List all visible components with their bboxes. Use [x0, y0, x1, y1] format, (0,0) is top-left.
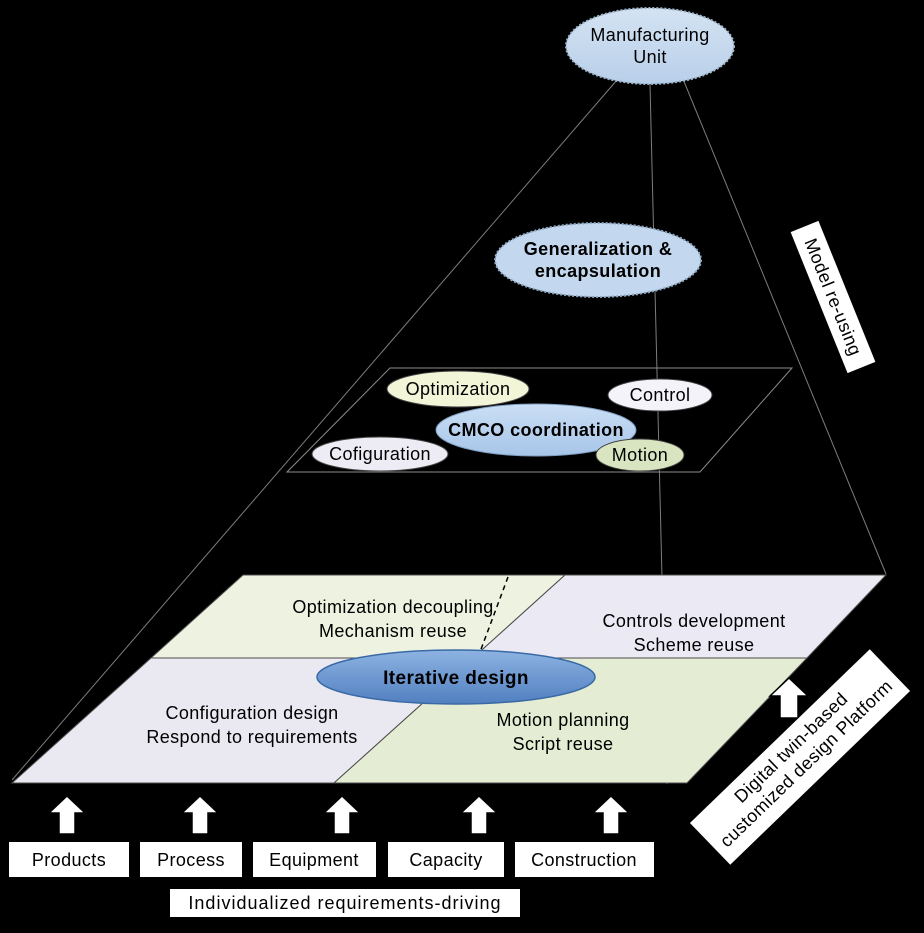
input-box-process — [138, 840, 244, 879]
pane-label-motion-planning-line2: Script reuse — [513, 734, 614, 754]
input-label-equipment: Equipment — [269, 850, 359, 870]
dashed-connector — [476, 576, 509, 661]
input-box-construction — [513, 840, 656, 879]
platform-bg — [689, 649, 911, 865]
motion-ellipse — [595, 438, 685, 472]
input-label-process: Process — [157, 850, 225, 870]
up-arrow-process — [180, 794, 220, 835]
generalization-line2: encapsulation — [535, 261, 661, 281]
input-label-products: Products — [32, 850, 106, 870]
input-arrows — [47, 794, 631, 835]
up-arrow-equipment — [322, 794, 362, 835]
input-label-construction: Construction — [531, 850, 637, 870]
model-reusing-bg — [790, 220, 876, 374]
input-label-capacity: Capacity — [409, 850, 482, 870]
manufacturing-unit-ellipse — [565, 7, 735, 85]
pane-label-controls-dev-line2: Scheme reuse — [634, 635, 755, 655]
configuration-ellipse — [311, 436, 449, 472]
configuration-label: Cofiguration — [329, 444, 431, 464]
iterative-design-label: Iterative design — [383, 668, 529, 689]
pane-label-controls-dev-line1: Controls development — [602, 611, 785, 631]
input-box-equipment — [251, 840, 378, 879]
bottom-caption-label: Individualized requirements-driving — [188, 893, 501, 913]
control-ellipse — [607, 378, 713, 412]
generalization-line1: Generalization & — [524, 239, 672, 259]
up-arrow-products — [47, 794, 87, 835]
pane-label-opt-decoupling-line2: Mechanism reuse — [319, 621, 467, 641]
control-label: Control — [630, 385, 691, 405]
pane-label-motion-planning-line1: Motion planning — [496, 710, 629, 730]
pane-label-config-design-line1: Configuration design — [165, 703, 338, 723]
bottom-caption-bg — [170, 889, 520, 917]
cmco-plane-outline — [285, 367, 794, 473]
input-boxes — [7, 840, 656, 879]
manufacturing-unit-line1: Manufacturing — [590, 25, 709, 45]
up-arrow-capacity — [459, 794, 499, 835]
pane-label-opt-decoupling-line1: Optimization decoupling — [292, 597, 493, 617]
platform-arrow-icon — [768, 676, 810, 719]
cmco-coordination-ellipse — [435, 403, 637, 457]
optimization-label: Optimization — [406, 379, 511, 399]
pane-label-config-design-line2: Respond to requirements — [146, 727, 357, 747]
generalization-ellipse — [494, 222, 702, 298]
optimization-ellipse — [386, 370, 530, 408]
input-box-capacity — [386, 840, 506, 879]
up-arrow-construction — [591, 794, 631, 835]
cmco-coordination-label: CMCO coordination — [448, 420, 624, 440]
iterative-design-ellipse — [316, 649, 596, 705]
motion-label: Motion — [612, 445, 668, 465]
pyramid-edge-left — [11, 79, 618, 781]
manufacturing-unit-line2: Unit — [633, 47, 667, 67]
input-box-products — [7, 840, 131, 879]
pyramid-edge-right — [682, 78, 887, 575]
